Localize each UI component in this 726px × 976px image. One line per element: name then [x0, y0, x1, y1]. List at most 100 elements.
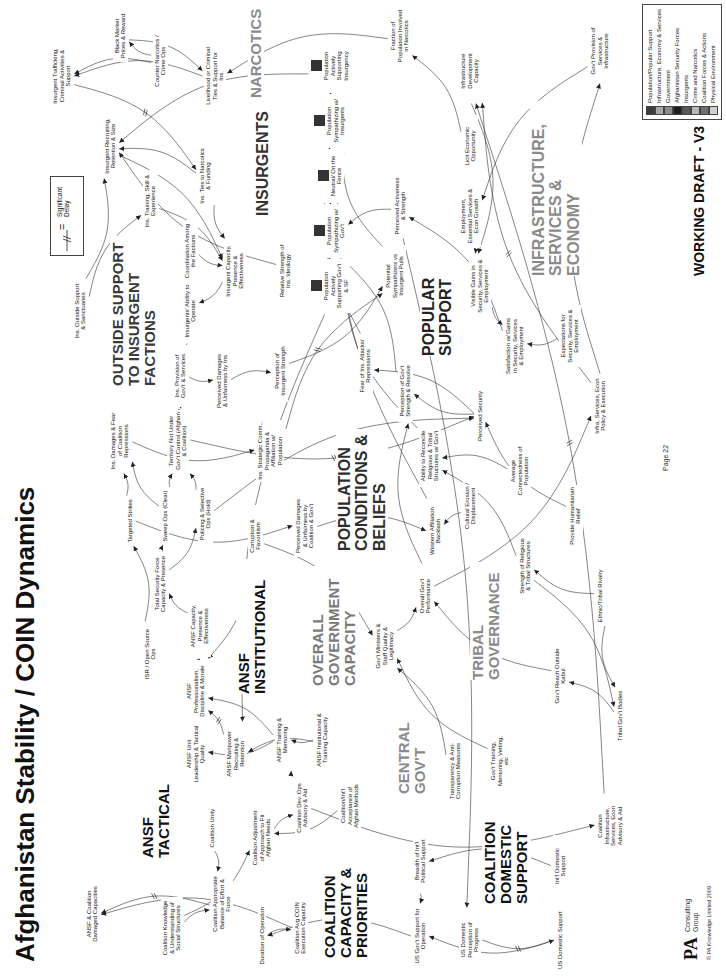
- causal-link: [189, 377, 213, 381]
- delay-mark: [332, 455, 335, 461]
- variable-text: Population Actively Supporting Gov't & S…: [323, 261, 349, 311]
- region-label: INSURGENTS: [254, 111, 271, 216]
- variable-text: Provide Humanitarian Relief: [569, 487, 582, 545]
- causal-link: [374, 370, 474, 413]
- causal-link: [169, 528, 196, 570]
- variable-text: Gov't Provision of Services & Infrastruc…: [590, 22, 610, 80]
- legend-row: Coalition Forces & Actions: [700, 9, 709, 115]
- variable-node: Transparency & Anti-Corruption Measures: [448, 740, 463, 802]
- diagram-title: Afghanistan Stability / COIN Dynamics: [10, 487, 41, 962]
- footer-note: © PA Knowledge Limited 2009: [707, 886, 713, 960]
- variable-node: Coalition Infrastructure, Services, Econ…: [596, 795, 624, 857]
- legend-text: Government: [664, 70, 673, 103]
- variable-node: ANSF Manpower Recruiting & Retention: [225, 723, 247, 785]
- causal-link: [342, 150, 383, 247]
- variable-text: ANSF Capacity, Presence & Effectiveness: [190, 597, 210, 655]
- variable-node: ISR / Open Source Ops: [143, 623, 158, 685]
- variable-text: Fear of Ins. Attacks/ Repressions: [359, 337, 372, 395]
- region-label: PA: [682, 937, 701, 960]
- variable-text: Duration of Operation: [259, 907, 266, 964]
- legend-text: Crime and Narcotics: [691, 49, 700, 103]
- variable-text: Breadth of Int'l Political Support: [414, 832, 427, 890]
- stock-box: [318, 171, 329, 182]
- variable-node: ANSF Institutional & Training Capacity: [315, 709, 330, 771]
- variable-node: Coalition Knowledge & Understanding of S…: [161, 897, 183, 959]
- variable-node: ANSF & Coalition Damaged Capacities: [85, 883, 100, 945]
- variable-text: Average Connectedness of Population: [510, 442, 530, 500]
- variable-text: Ethnic/Tribal Rivalry: [597, 569, 604, 622]
- variable-node: Breadth of Int'l Political Support: [413, 830, 428, 892]
- variable-node: Satisfaction w/ Gains in Security, Servi…: [504, 315, 526, 377]
- variable-node: Western Affiliation Backlash: [428, 500, 443, 562]
- causal-link: [199, 282, 222, 303]
- delay-mark: [154, 893, 157, 899]
- causal-link: [429, 936, 554, 953]
- region-label: ANSF INSTITUTIONAL: [236, 559, 268, 694]
- variable-node: Employment, Essential Services & Econ Gr…: [459, 185, 481, 247]
- variable-node: Ins. Damages & Fear of Coalition Repress…: [109, 410, 131, 472]
- variable-text: Coalition Unity: [209, 809, 216, 848]
- stock-box: [314, 116, 325, 127]
- causal-link: [169, 474, 172, 487]
- variable-text: Corruption & Favoritism: [249, 507, 262, 565]
- variable-text: Western Affiliation Backlash: [429, 502, 442, 560]
- variable-text: Ins. Ties to Narcotics & Funding: [199, 147, 212, 205]
- variable-text: Fraction of Population Involved in Narco…: [390, 9, 410, 63]
- variable-text: Coalition Infrastructure, Services, Econ…: [597, 797, 623, 855]
- variable-node: Perception of Gov't Strength & Resolve: [398, 360, 413, 422]
- variable-node: US Gov't Support for Operation: [413, 905, 428, 967]
- variable-node: Gov't Training, Mentoring, Vetting, etc: [489, 730, 511, 792]
- variable-node: Cultural Erosion / Displacement: [463, 475, 478, 537]
- variable-node: Duration of Operation: [258, 905, 267, 966]
- variable-node: Ins. Training, Skill & Experience: [143, 170, 158, 232]
- variable-text: Ins. Outside Support & Sanctuaries: [74, 282, 87, 340]
- variable-node: Insurgents' Ability to Operate: [183, 280, 198, 342]
- variable-text: US Gov't Support for Operation: [414, 907, 427, 965]
- legend-row: Population/Popular Support: [646, 9, 655, 115]
- variable-text: Population Sympathizing w/ Gov't: [326, 206, 346, 256]
- legend-text: Coalition Forces & Actions: [700, 33, 709, 103]
- delay-mark: [506, 250, 511, 254]
- legend-swatch: [646, 106, 655, 115]
- variable-text: Cultural Erosion / Displacement: [464, 477, 477, 535]
- variable-text: ANSF & Coalition Damaged Capacities: [86, 885, 99, 943]
- variable-text: Insurgent Recruiting, Retention & Size: [104, 117, 117, 175]
- causal-link: [129, 42, 151, 56]
- region-label: INFRASTRUCTURE, SERVICES & ECONOMY: [530, 101, 582, 276]
- footer-note: =: [57, 224, 69, 230]
- causal-link: [132, 442, 254, 461]
- legend-row: Government: [664, 9, 673, 115]
- variable-node: Fear of Ins. Attacks/ Repressions: [358, 335, 373, 397]
- variable-node: Coalition Appropriate Balance of Effort …: [211, 873, 233, 935]
- legend-row: Insurgents: [682, 9, 691, 115]
- variable-text: Sweep Ops (Clear): [162, 490, 169, 541]
- variable-node: ANSF Capacity, Presence & Effectiveness: [189, 595, 211, 657]
- connector-group: [74, 34, 615, 953]
- variable-text: Perceived Activeness & Strength: [394, 177, 407, 235]
- stock-node: Population Sympathizing w/ Insurgents: [313, 94, 347, 148]
- variable-node: Ins. Outside Support & Sanctuaries: [73, 280, 88, 342]
- legend-box: Population/Popular SupportInfrastructure…: [642, 4, 722, 120]
- variable-text: Coalition Adjustment of Approach to Fit …: [252, 809, 272, 867]
- causal-link: [124, 474, 128, 496]
- delay-mark: [314, 350, 320, 352]
- legend-swatch: [691, 106, 700, 115]
- variable-text: Relative Strength of Ins. Ideology: [279, 242, 292, 300]
- variable-text: Int'l Domestic Support: [554, 837, 567, 895]
- variable-node: Gov't Ministers & Staff Quality & Legiti…: [374, 615, 396, 677]
- variable-node: Black Market Prices & Reward: [113, 10, 128, 62]
- causal-link: [397, 607, 416, 630]
- legend-row: Physical Environment: [709, 9, 718, 115]
- variable-node: Territory Not Under Gov't Control (Afgha…: [167, 410, 189, 472]
- legend-text: Infrastructure, Economy & Services: [655, 9, 664, 103]
- stock-box: [314, 226, 325, 237]
- stock-node: Neutral/ On the Fence: [317, 149, 344, 203]
- causal-link: [569, 682, 614, 712]
- variable-text: Coalition Knowledge & Understanding of S…: [162, 899, 182, 957]
- variable-text: Strength of Religious & Tribal Structure…: [519, 537, 532, 595]
- variable-text: Territory Not Under Gov't Control (Afgha…: [168, 412, 188, 470]
- variable-text: ANSF Training & Mentoring: [276, 711, 289, 769]
- variable-text: Coalition/Int'l Acceptance of Afghan Met…: [340, 777, 360, 835]
- variable-node: Perceived Damages & Unfairness by Coalit…: [294, 495, 316, 557]
- causal-link: [534, 570, 594, 594]
